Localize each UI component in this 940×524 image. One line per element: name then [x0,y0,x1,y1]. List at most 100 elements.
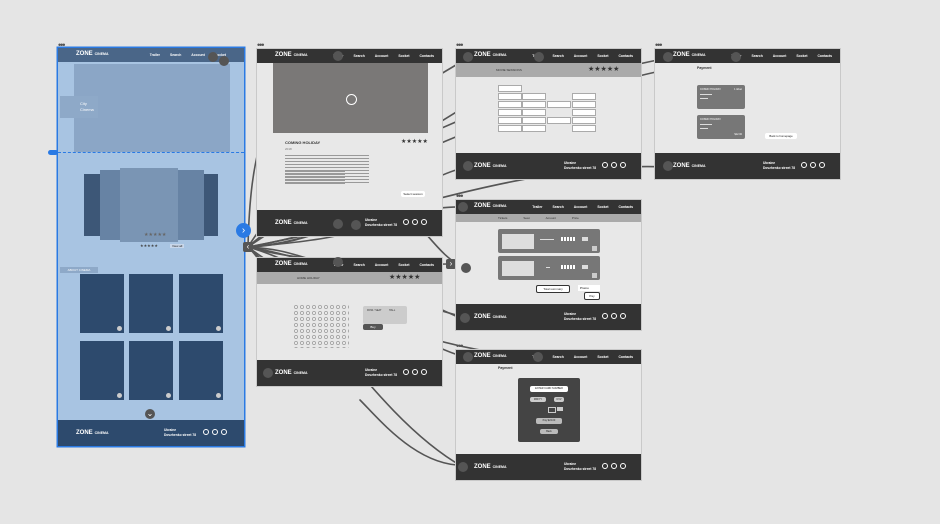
promo-field[interactable]: Promo [578,285,600,291]
nav-item[interactable]: Socket [597,355,609,359]
session-cell[interactable] [572,93,596,100]
nav-item[interactable]: Account [191,53,205,57]
select-session-button[interactable]: Select session [401,191,425,197]
session-cell[interactable] [572,125,596,132]
poster-card[interactable] [129,274,173,333]
pay-now-button[interactable]: Pay $24.00 [536,418,562,424]
twitter-icon[interactable] [810,162,816,168]
selection-handle-left[interactable] [48,150,58,155]
play-icon[interactable] [166,393,171,398]
back-button[interactable]: Back [540,429,558,434]
poster-card[interactable] [80,341,124,400]
poster-card[interactable] [80,274,124,333]
session-cell[interactable] [498,93,522,100]
connection-handle[interactable] [463,161,473,171]
back-home-button[interactable]: Back to homepage [765,133,797,139]
tab-price[interactable]: Price [571,216,579,220]
play-icon[interactable] [216,393,221,398]
nav-item[interactable]: Search [169,53,182,57]
connection-handle[interactable] [333,219,343,229]
poster-card[interactable] [179,274,223,333]
nav-item[interactable]: Search [751,54,763,58]
facebook-icon[interactable] [602,463,608,469]
play-icon[interactable] [216,326,221,331]
connection-handle[interactable] [533,352,543,362]
seat-map[interactable] [293,304,349,348]
nav-item[interactable]: Account [573,205,588,209]
connection-handle[interactable] [461,263,471,273]
nav-item[interactable]: Contacts [419,263,434,267]
connection-handle[interactable] [208,52,218,62]
tab-amount[interactable]: Amount [545,216,556,220]
play-icon[interactable] [346,94,357,105]
instagram-icon[interactable] [819,162,825,168]
instagram-icon[interactable] [421,219,427,225]
nav-item[interactable]: Search [353,263,365,267]
card-number-field[interactable]: ENTER CARD NUMBER [530,386,568,392]
facebook-icon[interactable] [801,162,807,168]
next-arrow[interactable]: › [446,259,456,269]
instagram-icon[interactable] [620,463,626,469]
session-cell[interactable] [498,125,522,132]
pay-button[interactable]: Pay [584,292,600,300]
session-cell[interactable] [572,101,596,108]
session-cell[interactable] [547,101,571,108]
session-cell[interactable] [522,125,546,132]
facebook-icon[interactable] [403,369,409,375]
expiry-field[interactable]: MM/YY [530,397,546,402]
nav-item[interactable]: Socket [597,54,609,58]
connection-handle[interactable] [663,161,673,171]
facebook-icon[interactable] [203,429,209,435]
nav-item[interactable]: Trailer [532,205,543,209]
nav-item[interactable]: Trailer [149,53,160,57]
prev-arrow[interactable]: ‹ [243,242,253,252]
buy-button[interactable]: Buy [363,324,383,330]
nav-item[interactable]: Account [573,355,588,359]
total-summary-button[interactable]: Total summary [536,285,570,293]
frame-menu-icon[interactable]: ••• [257,40,265,50]
tab-tickets[interactable]: Tickets [498,216,508,220]
connection-handle[interactable] [663,52,673,62]
twitter-icon[interactable] [611,162,617,168]
nav-item[interactable]: Account [573,54,588,58]
connection-handle[interactable] [460,313,470,323]
play-icon[interactable] [117,393,122,398]
connection-handle[interactable] [263,368,273,378]
nav-item[interactable]: Contacts [817,54,832,58]
nav-item[interactable]: Socket [796,54,808,58]
session-cell[interactable] [572,109,596,116]
session-cell[interactable] [522,101,546,108]
facebook-icon[interactable] [602,162,608,168]
session-cell[interactable] [522,109,546,116]
nav-item[interactable]: Contacts [618,205,633,209]
session-cell[interactable] [522,117,546,124]
twitter-icon[interactable] [412,369,418,375]
connection-handle[interactable] [534,52,544,62]
nav-item[interactable]: Contacts [618,355,633,359]
instagram-icon[interactable] [620,313,626,319]
tab-seat[interactable]: Seat [523,216,530,220]
play-icon[interactable] [117,326,122,331]
frame-menu-icon[interactable]: ••• [456,191,464,201]
carousel-card-active[interactable] [120,168,178,242]
connection-handle[interactable] [463,52,473,62]
facebook-icon[interactable] [602,313,608,319]
session-cell[interactable] [498,85,522,92]
trailer-player[interactable] [273,63,428,133]
session-cell[interactable] [572,117,596,124]
poster-card[interactable] [129,341,173,400]
connection-handle[interactable] [333,51,343,61]
session-cell[interactable] [498,117,522,124]
nav-item[interactable]: Search [552,205,564,209]
scroll-down-button[interactable]: ⌄ [145,409,155,419]
frame-menu-icon[interactable]: ••• [655,40,663,50]
frame-menu-icon[interactable]: ••• [58,40,66,50]
remove-icon[interactable] [592,273,597,278]
